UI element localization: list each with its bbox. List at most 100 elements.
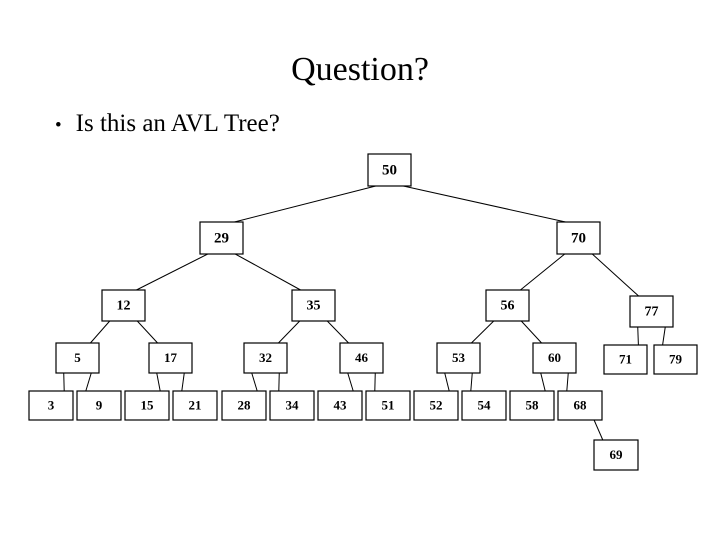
tree-edge <box>85 372 92 392</box>
tree-node: 46 <box>339 342 384 374</box>
tree-node-label: 43 <box>334 397 348 412</box>
tree-node: 70 <box>556 221 601 255</box>
tree-node-label: 51 <box>382 397 395 412</box>
tree-node: 28 <box>221 390 267 421</box>
tree-node-box <box>101 289 146 322</box>
tree-edge <box>347 372 354 392</box>
tree-node-box <box>593 439 639 471</box>
tree-node: 34 <box>269 390 315 421</box>
tree-node-label: 21 <box>189 397 202 412</box>
tree-node-label: 53 <box>452 350 466 365</box>
tree-edge <box>444 372 450 392</box>
tree-node-box <box>461 390 507 421</box>
tree-node: 52 <box>413 390 459 421</box>
tree-edge <box>403 185 566 223</box>
tree-node: 60 <box>532 342 577 374</box>
tree-node-label: 15 <box>141 397 155 412</box>
tree-node-box <box>76 390 122 421</box>
tree-node-box <box>291 289 336 322</box>
tree-node-box <box>243 342 288 374</box>
tree-node-label: 54 <box>478 397 492 412</box>
tree-edge <box>251 372 258 392</box>
tree-node-label: 79 <box>669 351 683 366</box>
tree-node-box <box>629 295 674 328</box>
tree-node-label: 3 <box>48 397 55 412</box>
tree-node-label: 35 <box>307 299 321 314</box>
tree-edge <box>278 320 301 344</box>
page-title: Question? <box>291 51 429 88</box>
tree-node-box <box>148 342 193 374</box>
tree-node-label: 46 <box>355 350 369 365</box>
tree-edge <box>136 253 208 291</box>
tree-node: 54 <box>461 390 507 421</box>
tree-node-label: 58 <box>526 397 540 412</box>
tree-node: 3 <box>28 390 74 421</box>
tree-edge <box>591 253 639 297</box>
tree-edges-layer <box>63 185 666 441</box>
tree-node: 56 <box>485 289 530 322</box>
tree-node-label: 34 <box>286 397 300 412</box>
tree-node-box <box>485 289 530 322</box>
tree-node-box <box>532 342 577 374</box>
tree-edge <box>593 419 604 441</box>
tree-node-box <box>509 390 555 421</box>
tree-node-box <box>269 390 315 421</box>
tree-node: 43 <box>317 390 363 421</box>
tree-node-box <box>556 221 601 255</box>
tree-node-box <box>28 390 74 421</box>
tree-node-label: 28 <box>238 397 252 412</box>
tree-node-box <box>557 390 603 421</box>
tree-node: 17 <box>148 342 193 374</box>
tree-node: 9 <box>76 390 122 421</box>
tree-node-label: 77 <box>645 305 659 320</box>
tree-edge <box>540 372 546 392</box>
tree-edge <box>662 326 666 346</box>
tree-node: 21 <box>172 390 218 421</box>
tree-node-box <box>365 390 411 421</box>
tree-node: 77 <box>629 295 674 328</box>
tree-node: 12 <box>101 289 146 322</box>
tree-node: 58 <box>509 390 555 421</box>
tree-node-box <box>55 342 100 374</box>
tree-edge <box>637 326 639 346</box>
tree-node: 5 <box>55 342 100 374</box>
tree-edge <box>234 185 376 223</box>
tree-node: 29 <box>199 221 244 255</box>
tree-node: 69 <box>593 439 639 471</box>
tree-node-label: 71 <box>619 351 632 366</box>
tree-node-label: 5 <box>74 350 81 365</box>
tree-edge <box>156 372 161 392</box>
tree-edge <box>181 372 185 392</box>
tree-node-box <box>367 153 412 187</box>
tree-node-label: 29 <box>214 230 229 246</box>
tree-node-label: 32 <box>259 350 272 365</box>
tree-node-box <box>603 344 648 375</box>
tree-node-box <box>653 344 698 375</box>
tree-edge <box>326 320 349 344</box>
tree-node: 68 <box>557 390 603 421</box>
tree-node-label: 56 <box>501 299 515 314</box>
tree-node-label: 70 <box>571 230 586 246</box>
tree-edge <box>470 372 473 392</box>
tree-edge <box>235 253 301 291</box>
tree-edge <box>136 320 158 344</box>
tree-node-box <box>413 390 459 421</box>
tree-node-box <box>317 390 363 421</box>
tree-edge <box>471 320 495 344</box>
bullet-list-item: • Is this an AVL Tree? <box>55 108 280 142</box>
tree-node-label: 68 <box>574 397 588 412</box>
tree-node-label: 52 <box>430 397 443 412</box>
tree-node-box <box>436 342 481 374</box>
tree-node-box <box>124 390 170 421</box>
tree-node-label: 17 <box>164 350 178 365</box>
tree-edge <box>520 320 542 344</box>
tree-node-box <box>221 390 267 421</box>
tree-node-label: 69 <box>610 447 624 462</box>
tree-node-box <box>339 342 384 374</box>
tree-edge <box>566 372 569 392</box>
tree-node: 71 <box>603 344 648 375</box>
bullet-marker-icon: • <box>55 115 62 136</box>
